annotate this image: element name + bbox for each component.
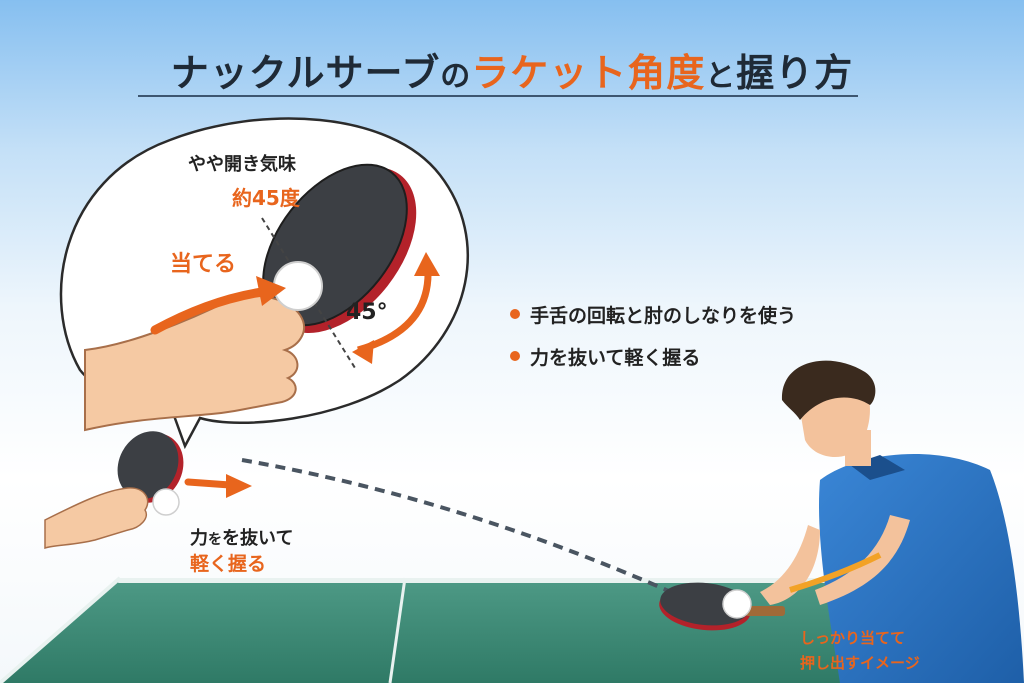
grip-caption-b: を [208,532,222,548]
title-part-1: ナックルサーブ [170,51,441,95]
player-ball [722,589,752,619]
player [760,360,1024,683]
grip-caption-line2: 軽く握る [190,553,267,575]
title-part-3: ラケット角度 [471,51,706,95]
contact-arrow [150,276,286,335]
tips-list: 手舌の回転と肘のしなりを使う 力を抜いて軽く握る [510,300,796,384]
angle-arc-arrow [352,252,440,364]
hand-small [44,487,149,550]
angle-guide-line [261,217,356,369]
title-part-2: の [440,59,472,94]
grip-caption-c: を抜いて [222,528,294,549]
tip-text: 手舌の回転と肘のしなりを使う [530,304,797,327]
tip-item: 力を抜いて軽く握る [510,342,796,370]
page-title: ナックルサーブのラケット角度と握り方 [0,42,1024,97]
grip-caption-line1: 力をを抜いて [190,524,293,550]
grip-caption-a: 力 [190,528,208,549]
ball-small [152,488,180,516]
title-part-4: と [705,59,737,94]
contact-label: 当てる [170,252,237,277]
player-caption-line2: 押し出すイメージ [800,654,920,672]
angle-value: 約45度 [232,186,300,210]
bullet-dot [510,309,520,319]
tip-item: 手舌の回転と肘のしなりを使う [510,300,796,328]
small-arrow [184,474,252,498]
title-underline [138,95,858,97]
ball-closeup [273,261,323,311]
tip-text: 力を抜いて軽く握る [530,346,701,369]
title-part-5: 握り方 [736,51,854,95]
degree-label: 45° [346,300,388,325]
bullet-dot [510,351,520,361]
player-caption-line1: しっかり当てて [800,629,906,647]
angle-caption: やや開き気味 [188,154,296,175]
